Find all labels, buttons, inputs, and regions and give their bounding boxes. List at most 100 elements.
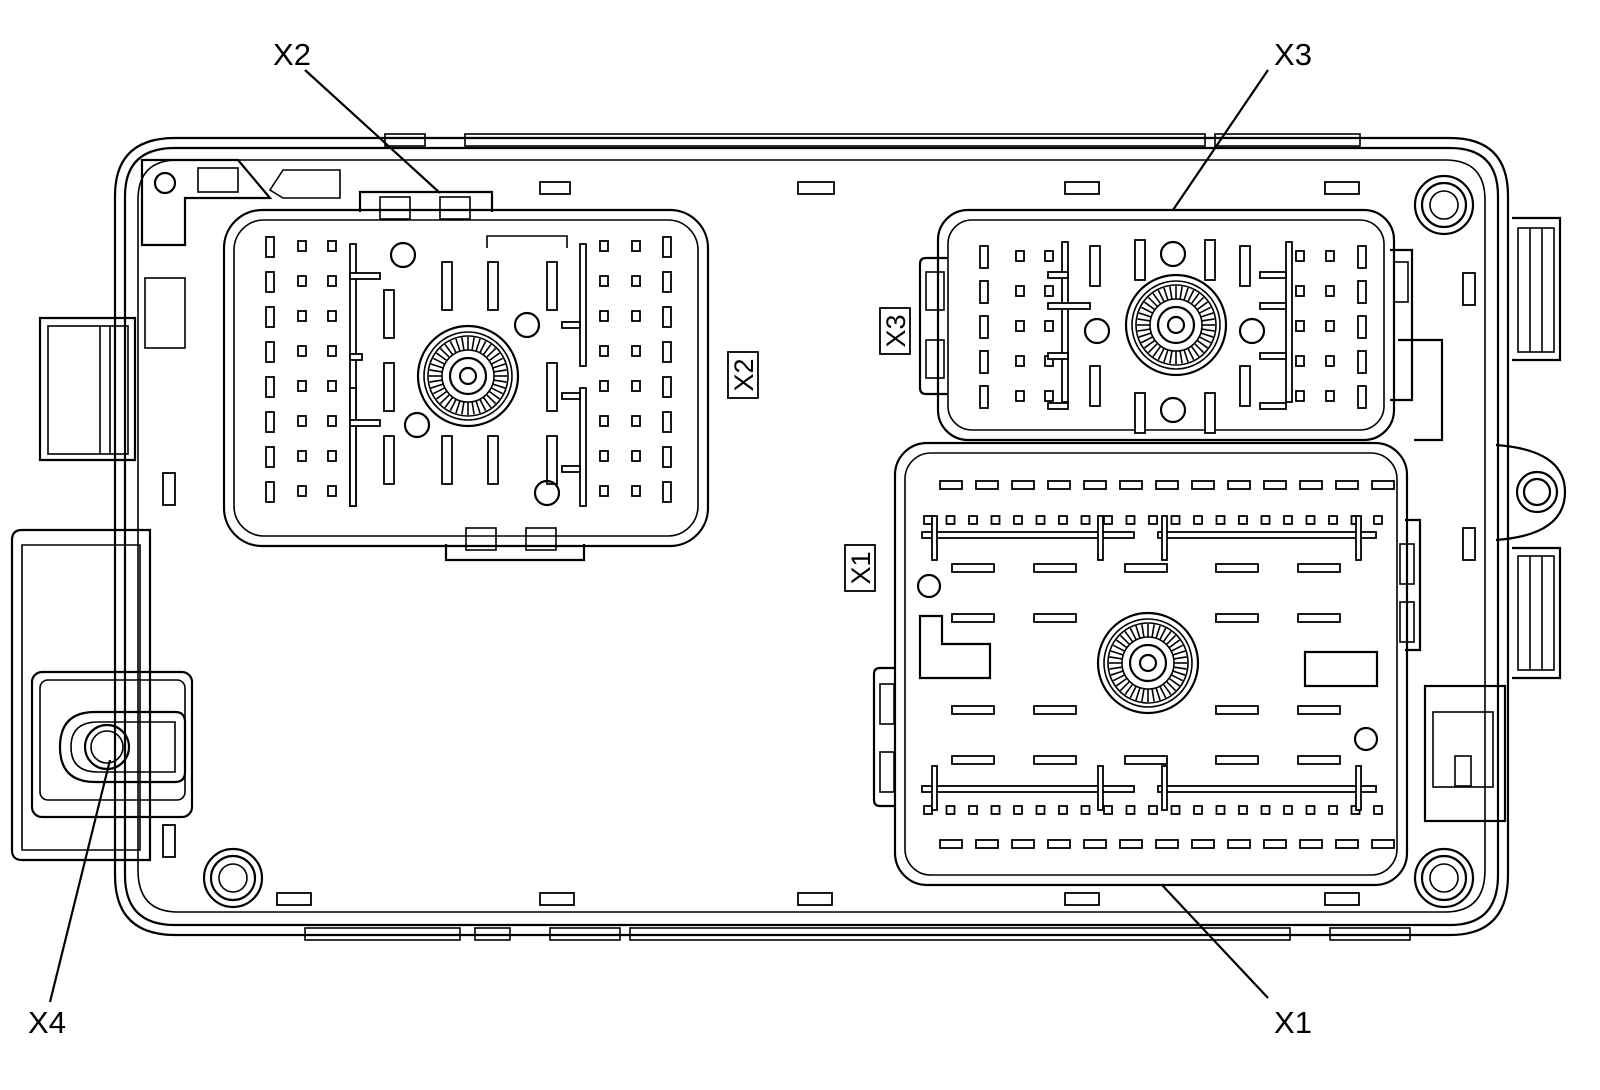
bolt-ring-tooth — [1110, 670, 1124, 676]
bolt-ring — [1128, 643, 1168, 683]
terminal — [979, 385, 989, 409]
connector-label-x3: X3 — [879, 307, 911, 355]
bolt-ring-tooth — [1135, 625, 1141, 639]
bolt-ring-tooth — [1170, 674, 1184, 682]
terminal — [1325, 355, 1335, 367]
terminal — [546, 362, 558, 412]
terminal — [1013, 515, 1023, 525]
terminal — [327, 485, 337, 497]
bolt-ring-tooth — [1198, 306, 1212, 314]
terminal — [631, 310, 641, 322]
terminal — [1155, 480, 1179, 490]
bolt-ring-tooth — [1172, 670, 1186, 676]
bolt-ring — [423, 331, 513, 421]
bolt-center — [1138, 653, 1158, 673]
terminal — [939, 480, 963, 490]
terminal — [662, 341, 672, 363]
terminal — [1191, 839, 1215, 849]
terminal — [1283, 515, 1293, 525]
terminal — [1124, 755, 1168, 765]
terminal — [1134, 392, 1146, 434]
bolt-ring-tooth — [488, 390, 501, 400]
right-bracket — [1423, 684, 1507, 823]
bolt-ring-tooth — [475, 400, 481, 414]
bolt-center — [1166, 315, 1186, 335]
terminal — [1295, 320, 1305, 332]
terminal — [599, 450, 609, 462]
bolt-ring-tooth — [482, 343, 492, 356]
shorting-bar — [1047, 302, 1091, 310]
shorting-bar — [921, 785, 1135, 793]
bolt-ring-tooth — [1140, 336, 1154, 344]
bolt-ring-tooth — [439, 347, 451, 359]
terminal — [968, 805, 978, 815]
terminal — [1044, 285, 1054, 297]
left-bracket — [10, 528, 152, 862]
bolt-ring-tooth — [492, 383, 506, 389]
terminal — [662, 306, 672, 328]
bolt-ring-tooth — [1137, 318, 1151, 322]
bolt-ring-tooth — [1162, 630, 1172, 643]
x2-locator — [533, 479, 561, 507]
terminal — [599, 415, 609, 427]
terminal — [1263, 839, 1287, 849]
bolt-ring-tooth — [1152, 292, 1162, 305]
bolt-ring-tooth — [1124, 630, 1134, 643]
connector-label-x1: X1 — [844, 544, 876, 592]
terminal — [1103, 515, 1113, 525]
bolt-ring-tooth — [1168, 677, 1181, 687]
terminal — [1238, 805, 1248, 815]
shorting-bar — [1047, 352, 1069, 360]
terminal — [939, 839, 963, 849]
bolt-ring-tooth — [492, 363, 506, 369]
terminal — [1297, 613, 1341, 623]
shorting-bar — [1285, 241, 1293, 403]
terminal — [951, 705, 995, 715]
connector-x4 — [30, 670, 194, 819]
terminal — [1357, 280, 1367, 304]
terminal — [1215, 755, 1259, 765]
terminal — [923, 515, 933, 525]
bolt-ring-tooth — [1151, 624, 1155, 638]
terminal — [599, 310, 609, 322]
terminal — [1033, 755, 1077, 765]
bolt-ring-tooth — [1190, 345, 1200, 358]
x1-key — [918, 614, 992, 680]
terminal — [1033, 563, 1077, 573]
terminal — [265, 446, 275, 468]
svg-text:X1: X1 — [846, 551, 876, 584]
bolt-ring-tooth — [1169, 350, 1173, 364]
module-housing — [10, 133, 1567, 941]
terminal — [951, 613, 995, 623]
terminal — [327, 380, 337, 392]
terminal — [1125, 805, 1136, 815]
terminal — [383, 435, 395, 485]
bolt-ring-tooth — [429, 369, 443, 373]
bolt-ring-tooth — [1179, 350, 1183, 364]
terminal — [1215, 705, 1259, 715]
terminal — [662, 271, 672, 293]
x3-center-bolt — [1124, 273, 1228, 377]
bolt-ring-tooth — [1155, 687, 1161, 701]
bolt-ring-tooth — [1168, 639, 1181, 649]
terminal — [1170, 515, 1181, 525]
terminal — [487, 435, 499, 485]
x1-locator — [916, 573, 942, 599]
callout-x4: X4 — [28, 1005, 66, 1040]
shorting-bar — [561, 465, 581, 473]
terminal — [265, 341, 275, 363]
terminal — [1357, 350, 1367, 374]
bolt-ring-tooth — [1179, 286, 1183, 300]
terminal — [1295, 285, 1305, 297]
bolt-ring-tooth — [1157, 289, 1165, 303]
terminal — [1119, 839, 1143, 849]
terminal — [1013, 805, 1023, 815]
terminal — [1227, 839, 1251, 849]
bolt-ring-tooth — [1147, 296, 1159, 308]
x2-shorting-bars — [349, 243, 587, 507]
bolt-ring-tooth — [435, 352, 448, 362]
bolt-ring — [1135, 284, 1217, 366]
bolt-ring-tooth — [1141, 624, 1145, 638]
bolt-ring-tooth — [1173, 666, 1187, 670]
